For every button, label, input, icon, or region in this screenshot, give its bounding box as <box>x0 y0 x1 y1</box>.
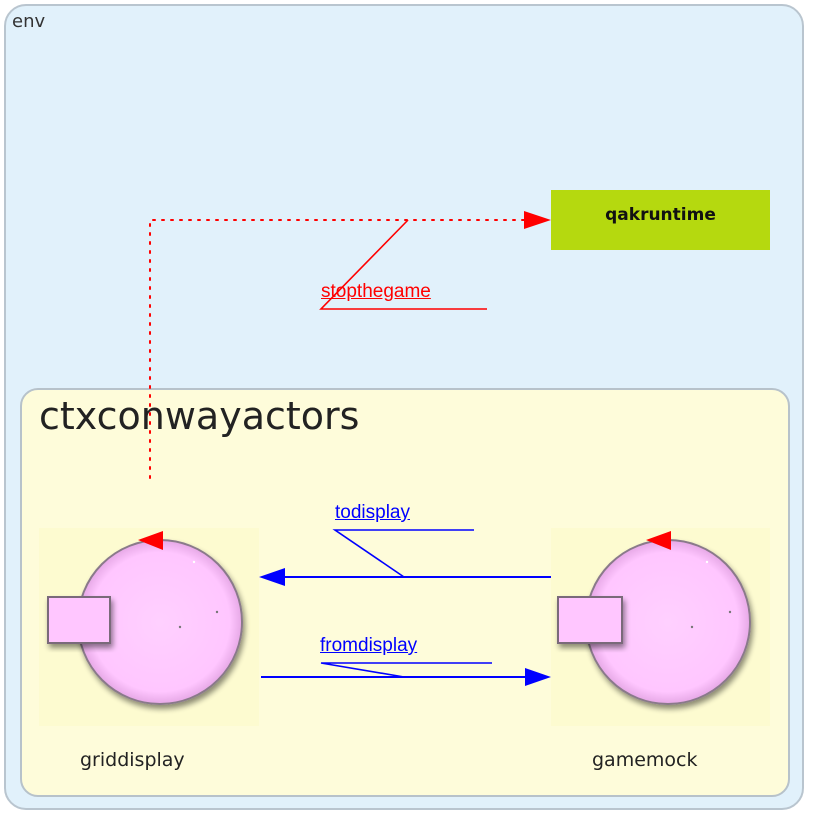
gamemock-red-marker <box>646 531 671 550</box>
stopthegame-leader <box>319 219 487 310</box>
gamemock-dot <box>728 610 732 614</box>
fromdisplay-arrowhead <box>525 668 551 686</box>
gamemock-port-box <box>557 596 623 644</box>
griddisplay-label: griddisplay <box>80 749 185 771</box>
todisplay-arrowhead <box>259 568 285 586</box>
gamemock-dot <box>705 560 709 564</box>
griddisplay-dot <box>215 610 219 614</box>
gamemock-dot <box>690 625 694 629</box>
stopthegame-arrowhead <box>524 211 551 229</box>
griddisplay-port-box <box>47 596 111 644</box>
todisplay-arrow[interactable] <box>259 529 551 586</box>
griddisplay-dot <box>178 625 182 629</box>
stopthegame-arrow[interactable] <box>149 211 551 479</box>
gamemock-actor[interactable] <box>551 528 770 726</box>
qakruntime-label: qakruntime <box>605 205 716 225</box>
griddisplay-actor[interactable] <box>39 528 259 726</box>
gamemock-label: gamemock <box>592 749 698 771</box>
fromdisplay-leader <box>320 662 492 678</box>
stopthegame-label: stopthegame <box>321 281 431 302</box>
griddisplay-red-marker <box>138 531 163 550</box>
context-label: ctxconwayactors <box>39 394 360 438</box>
env-label: env <box>12 11 46 32</box>
qakruntime-node[interactable] <box>551 190 770 250</box>
todisplay-leader <box>332 529 474 578</box>
griddisplay-dot <box>192 560 196 564</box>
fromdisplay-arrow[interactable] <box>261 662 551 686</box>
todisplay-label: todisplay <box>335 502 410 523</box>
fromdisplay-label: fromdisplay <box>320 635 418 656</box>
